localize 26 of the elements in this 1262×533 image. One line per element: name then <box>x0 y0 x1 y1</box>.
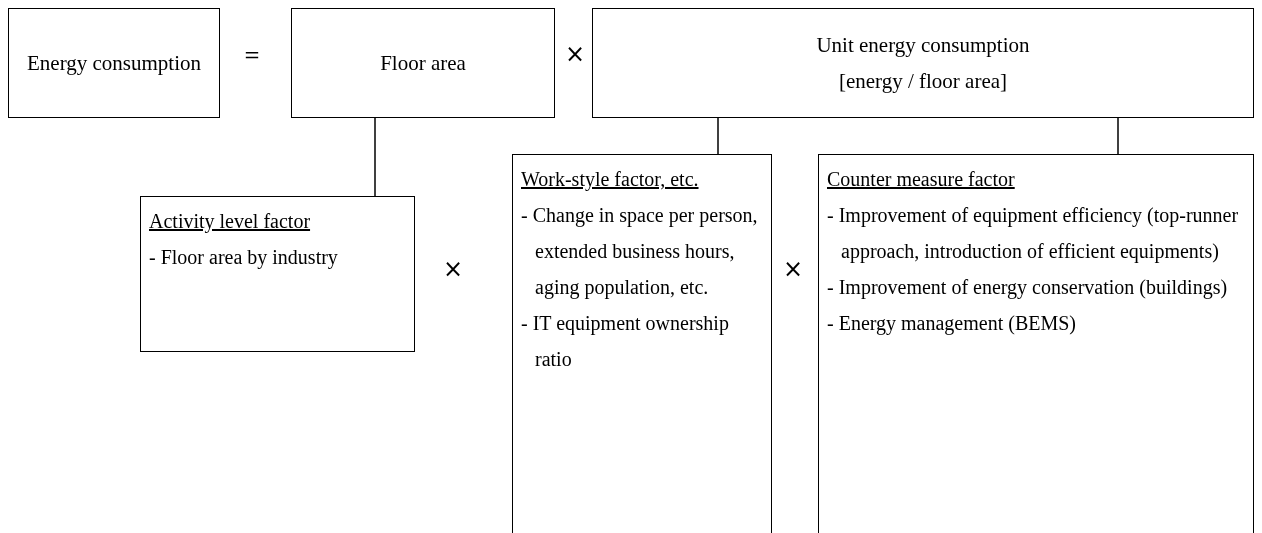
factor-box <box>818 154 1254 533</box>
operator-sign: × <box>443 255 464 283</box>
term-text: Floor area <box>380 50 466 77</box>
operator-sign: ＝ <box>240 39 264 70</box>
term-box <box>592 8 1254 118</box>
factor-heading: Work-style factor, etc. <box>521 167 700 193</box>
connector-line <box>717 117 719 155</box>
connector-line <box>374 117 376 197</box>
factor-item: - Improvement of energy conservation (buildings) <box>827 275 1229 301</box>
factor-box <box>140 196 415 352</box>
connector-line <box>1117 117 1119 155</box>
factor-item: - Change in space per person, extended business hours, aging population, etc. <box>521 203 759 301</box>
term-box <box>8 8 220 118</box>
operator-sign: × <box>565 40 586 68</box>
factor-item: - Improvement of equipment efficiency (top-runner approach, introduction of efficient equipments) <box>827 203 1240 265</box>
factor-heading: Counter measure factor <box>827 167 1016 192</box>
factor-box <box>512 154 772 533</box>
term-text: Energy consumption <box>27 50 201 77</box>
term-text: [energy / floor area] <box>838 68 1008 95</box>
term-text: Unit energy consumption <box>816 32 1030 59</box>
term-box <box>291 8 555 118</box>
factor-item: - Energy management (BEMS) <box>827 311 1077 337</box>
operator-sign: × <box>783 255 804 283</box>
factor-item: - Floor area by industry <box>149 245 339 271</box>
factor-heading: Activity level factor <box>149 209 312 235</box>
factor-item: - IT equipment ownership ratio <box>521 311 730 372</box>
